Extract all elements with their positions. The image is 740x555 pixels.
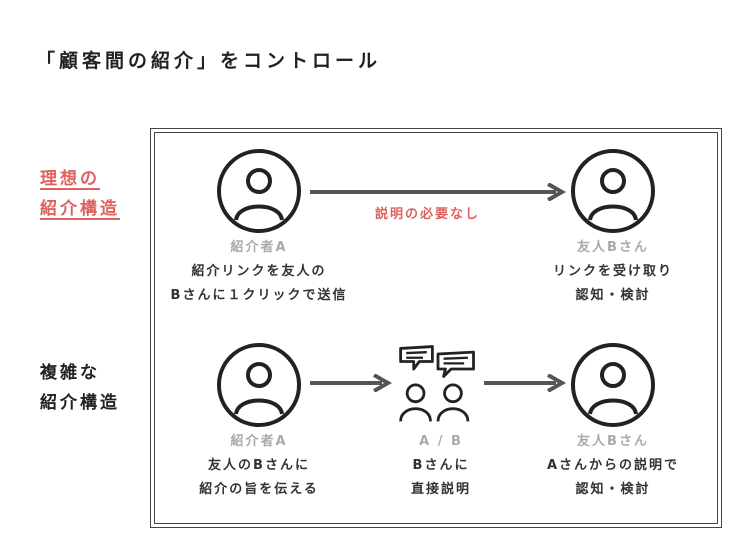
complex-structure-label: 複雑な 紹介構造 (40, 358, 120, 418)
no-explanation-note: 説明の必要なし (375, 207, 481, 222)
complex-referrer-caption: 紹介者A 友人のBさんに 紹介の旨を伝える (159, 430, 359, 502)
complex-friend-line-2: 認知・検討 (575, 482, 651, 497)
ideal-referrer-line-1: 紹介リンクを友人の (191, 264, 327, 279)
diagram-frame-outer (150, 128, 722, 528)
complex-label-line-1: 複雑な (40, 363, 100, 383)
ideal-referrer-caption: 紹介者A 紹介リンクを友人の Bさんに１クリックで送信 (159, 236, 359, 308)
complex-referrer-name: 紹介者A (230, 434, 288, 449)
complex-middle-line-2: 直接説明 (410, 482, 471, 497)
complex-label-line-2: 紹介構造 (40, 393, 120, 413)
complex-friend-caption: 友人Bさん Aさんからの説明で 認知・検討 (513, 430, 713, 502)
complex-arrow-1 (310, 374, 394, 392)
complex-arrow-2 (484, 374, 568, 392)
ideal-referrer-line-2: Bさんに１クリックで送信 (170, 288, 348, 303)
ideal-label-line-2: 紹介構造 (40, 199, 120, 219)
complex-friend-line-1: Aさんからの説明で (546, 458, 680, 473)
complex-referrer-line-2: 紹介の旨を伝える (199, 482, 319, 497)
ideal-referrer-name: 紹介者A (230, 240, 288, 255)
ideal-structure-label: 理想の 紹介構造 (40, 164, 120, 224)
ideal-label-line-1: 理想の (40, 169, 100, 189)
complex-middle-line-1: Bさんに (412, 458, 470, 473)
referrer-a-avatar-icon (216, 148, 302, 234)
conversation-people-icon (395, 340, 487, 430)
ideal-direct-arrow (310, 183, 570, 201)
page-title: 「顧客間の紹介」をコントロール (36, 50, 382, 72)
referrer-a-avatar-icon-2 (216, 342, 302, 428)
complex-friend-name: 友人Bさん (577, 434, 649, 449)
ideal-friend-line-2: 認知・検討 (575, 288, 651, 303)
ideal-friend-line-1: リンクを受け取り (552, 264, 673, 279)
friend-b-avatar-icon-2 (570, 342, 656, 428)
friend-b-avatar-icon (570, 148, 656, 234)
ideal-friend-caption: 友人Bさん リンクを受け取り 認知・検討 (513, 236, 713, 308)
ideal-friend-name: 友人Bさん (577, 240, 649, 255)
complex-middle-caption: A / B Bさんに 直接説明 (341, 430, 541, 502)
complex-referrer-line-1: 友人のBさんに (208, 458, 310, 473)
diagram-frame-inner (154, 132, 718, 524)
complex-middle-name: A / B (419, 434, 463, 449)
